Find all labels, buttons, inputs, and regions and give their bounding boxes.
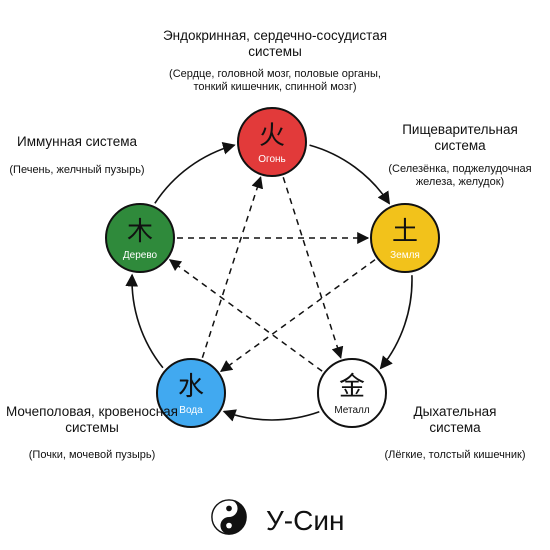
- generating-arrow-wood-fire: [154, 142, 236, 204]
- water-label: Мочеполовая, кровеносная системы (Почки,…: [4, 404, 180, 462]
- controlling-arrow-water-fire: [201, 176, 264, 359]
- generating-arrow-earth-metal: [379, 275, 413, 370]
- fire-glyph: 火: [259, 121, 285, 151]
- earth-circle: [370, 203, 440, 273]
- controlling-arrow-fire-metal: [282, 177, 344, 359]
- node-fire: 火 Огонь: [237, 107, 307, 177]
- water-circle: [156, 358, 226, 428]
- fire-organs: (Сердце, головной мозг, половые органы, …: [169, 68, 381, 93]
- node-water: 水 Вода: [156, 358, 226, 428]
- wood-label: Иммунная система (Печень, желчный пузырь…: [2, 134, 152, 176]
- water-name: Вода: [179, 405, 203, 416]
- earth-name: Земля: [390, 250, 420, 261]
- node-wood: 木 Дерево: [105, 203, 175, 273]
- controlling-arrow-metal-wood: [168, 259, 323, 372]
- metal-name: Металл: [334, 405, 370, 416]
- metal-circle: [317, 358, 387, 428]
- diagram-title: У-Син: [266, 505, 345, 536]
- node-metal: 金 Металл: [317, 358, 387, 428]
- earth-title: Пищеварительная система: [402, 122, 518, 153]
- fire-circle: [237, 107, 307, 177]
- water-glyph: 水: [178, 372, 204, 402]
- fire-label: Эндокринная, сердечно-сосудистая системы…: [140, 28, 410, 93]
- generating-arrow-metal-water: [222, 409, 320, 422]
- wood-title: Иммунная система: [16, 134, 138, 149]
- fire-name: Огонь: [258, 154, 286, 165]
- earth-organs: (Селезёнка, поджелудочная железа, желудо…: [388, 163, 532, 188]
- wood-circle: [105, 203, 175, 273]
- earth-label: Пищеварительная система (Селезёнка, подж…: [380, 122, 540, 188]
- wood-organs: (Печень, желчный пузырь): [9, 163, 145, 176]
- metal-label: Дыхательная система (Лёгкие, толстый киш…: [370, 404, 540, 462]
- water-organs: (Почки, мочевой пузырь): [28, 449, 156, 462]
- generating-arrow-fire-earth: [309, 144, 391, 205]
- wood-name: Дерево: [123, 250, 158, 261]
- node-earth: 土 Земля: [370, 203, 440, 273]
- generating-arrow-water-wood: [125, 273, 164, 369]
- metal-organs: (Лёгкие, толстый кишечник): [384, 449, 526, 462]
- metal-glyph: 金: [339, 372, 365, 402]
- controlling-arrow-earth-water: [219, 259, 376, 372]
- fire-title: Эндокринная, сердечно-сосудистая системы: [162, 28, 388, 59]
- wood-glyph: 木: [127, 217, 153, 247]
- earth-glyph: 土: [392, 217, 418, 247]
- yin-yang-icon: [211, 499, 247, 535]
- water-title: Мочеполовая, кровеносная системы: [6, 404, 178, 435]
- metal-title: Дыхательная система: [413, 404, 497, 435]
